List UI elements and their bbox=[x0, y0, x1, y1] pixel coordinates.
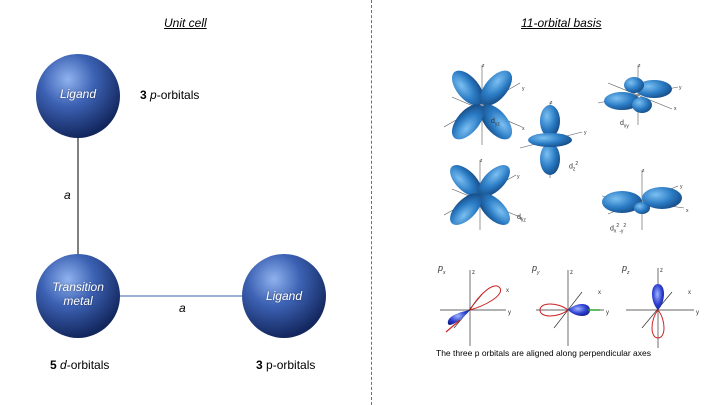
ligand-sphere-top bbox=[36, 54, 120, 138]
ligand-sphere-right bbox=[242, 254, 326, 338]
dxy-label: dxy bbox=[620, 120, 629, 130]
svg-text:y: y bbox=[696, 310, 699, 316]
svg-text:z: z bbox=[570, 270, 573, 276]
svg-text:x: x bbox=[686, 208, 689, 214]
dxz-label: dxz bbox=[517, 214, 526, 224]
p-orbitals-figure: z x y z x y z x y bbox=[440, 268, 699, 348]
svg-text:y: y bbox=[606, 310, 609, 316]
ligand-right-label: Ligand bbox=[265, 289, 303, 303]
p-orbitals-caption: The three p orbitals are aligned along p… bbox=[436, 348, 651, 358]
svg-text:y: y bbox=[517, 174, 520, 180]
svg-text:x: x bbox=[522, 126, 525, 132]
ligand-right-orbitals: 3 p-orbitals bbox=[256, 358, 316, 372]
svg-text:y: y bbox=[584, 130, 587, 136]
svg-text:x: x bbox=[688, 290, 691, 296]
ligand-top-orbitals: 3 p-orbitals bbox=[140, 88, 200, 102]
svg-text:z: z bbox=[638, 63, 641, 69]
dz2-orbital bbox=[519, 102, 583, 178]
py-label: py bbox=[532, 263, 540, 276]
transition-metal-sphere bbox=[36, 254, 120, 338]
pz-orbital bbox=[626, 268, 694, 348]
svg-text:x: x bbox=[598, 290, 601, 296]
dxy-orbital bbox=[597, 65, 679, 125]
svg-text:z: z bbox=[482, 63, 485, 69]
px-orbital bbox=[440, 270, 506, 346]
tm-label-line1: Transition bbox=[52, 280, 104, 294]
svg-text:x: x bbox=[506, 288, 509, 294]
dx2y2-orbital bbox=[601, 170, 685, 230]
unit-cell-title: Unit cell bbox=[164, 16, 207, 30]
dz2-label: dz2 bbox=[569, 161, 579, 173]
transition-metal-label: Transition metal bbox=[40, 280, 116, 309]
svg-text:z: z bbox=[642, 168, 645, 174]
unit-cell-diagram bbox=[36, 54, 326, 338]
tm-orbitals: 5 d-orbitals bbox=[50, 358, 110, 372]
dx2y2-label: dx2-y2 bbox=[610, 223, 627, 235]
svg-text:y: y bbox=[522, 86, 525, 92]
dyz-orbital bbox=[443, 65, 523, 145]
tm-label-line2: metal bbox=[63, 293, 93, 308]
ligand-top-label: Ligand bbox=[59, 87, 97, 101]
svg-text:x: x bbox=[520, 216, 523, 222]
svg-text:z: z bbox=[550, 100, 553, 106]
svg-text:y: y bbox=[680, 184, 683, 190]
orbital-basis-title: 11-orbital basis bbox=[521, 16, 602, 30]
py-orbital bbox=[536, 270, 604, 346]
pz-label: pz bbox=[622, 263, 630, 276]
svg-text:x: x bbox=[674, 106, 677, 112]
dyz-label: dyz bbox=[491, 118, 500, 128]
svg-text:y: y bbox=[679, 85, 682, 91]
svg-text:y: y bbox=[508, 310, 511, 316]
svg-text:z: z bbox=[472, 270, 475, 276]
svg-text:z: z bbox=[660, 268, 663, 274]
d-orbitals-figure: z y x z y z y x z y x z x y bbox=[443, 63, 689, 230]
px-label: px bbox=[438, 263, 446, 276]
panel-divider bbox=[371, 0, 372, 405]
bond-label-vertical: a bbox=[64, 188, 71, 202]
dxz-orbital bbox=[443, 160, 521, 230]
bond-label-horizontal: a bbox=[179, 301, 186, 315]
svg-text:z: z bbox=[480, 158, 483, 164]
